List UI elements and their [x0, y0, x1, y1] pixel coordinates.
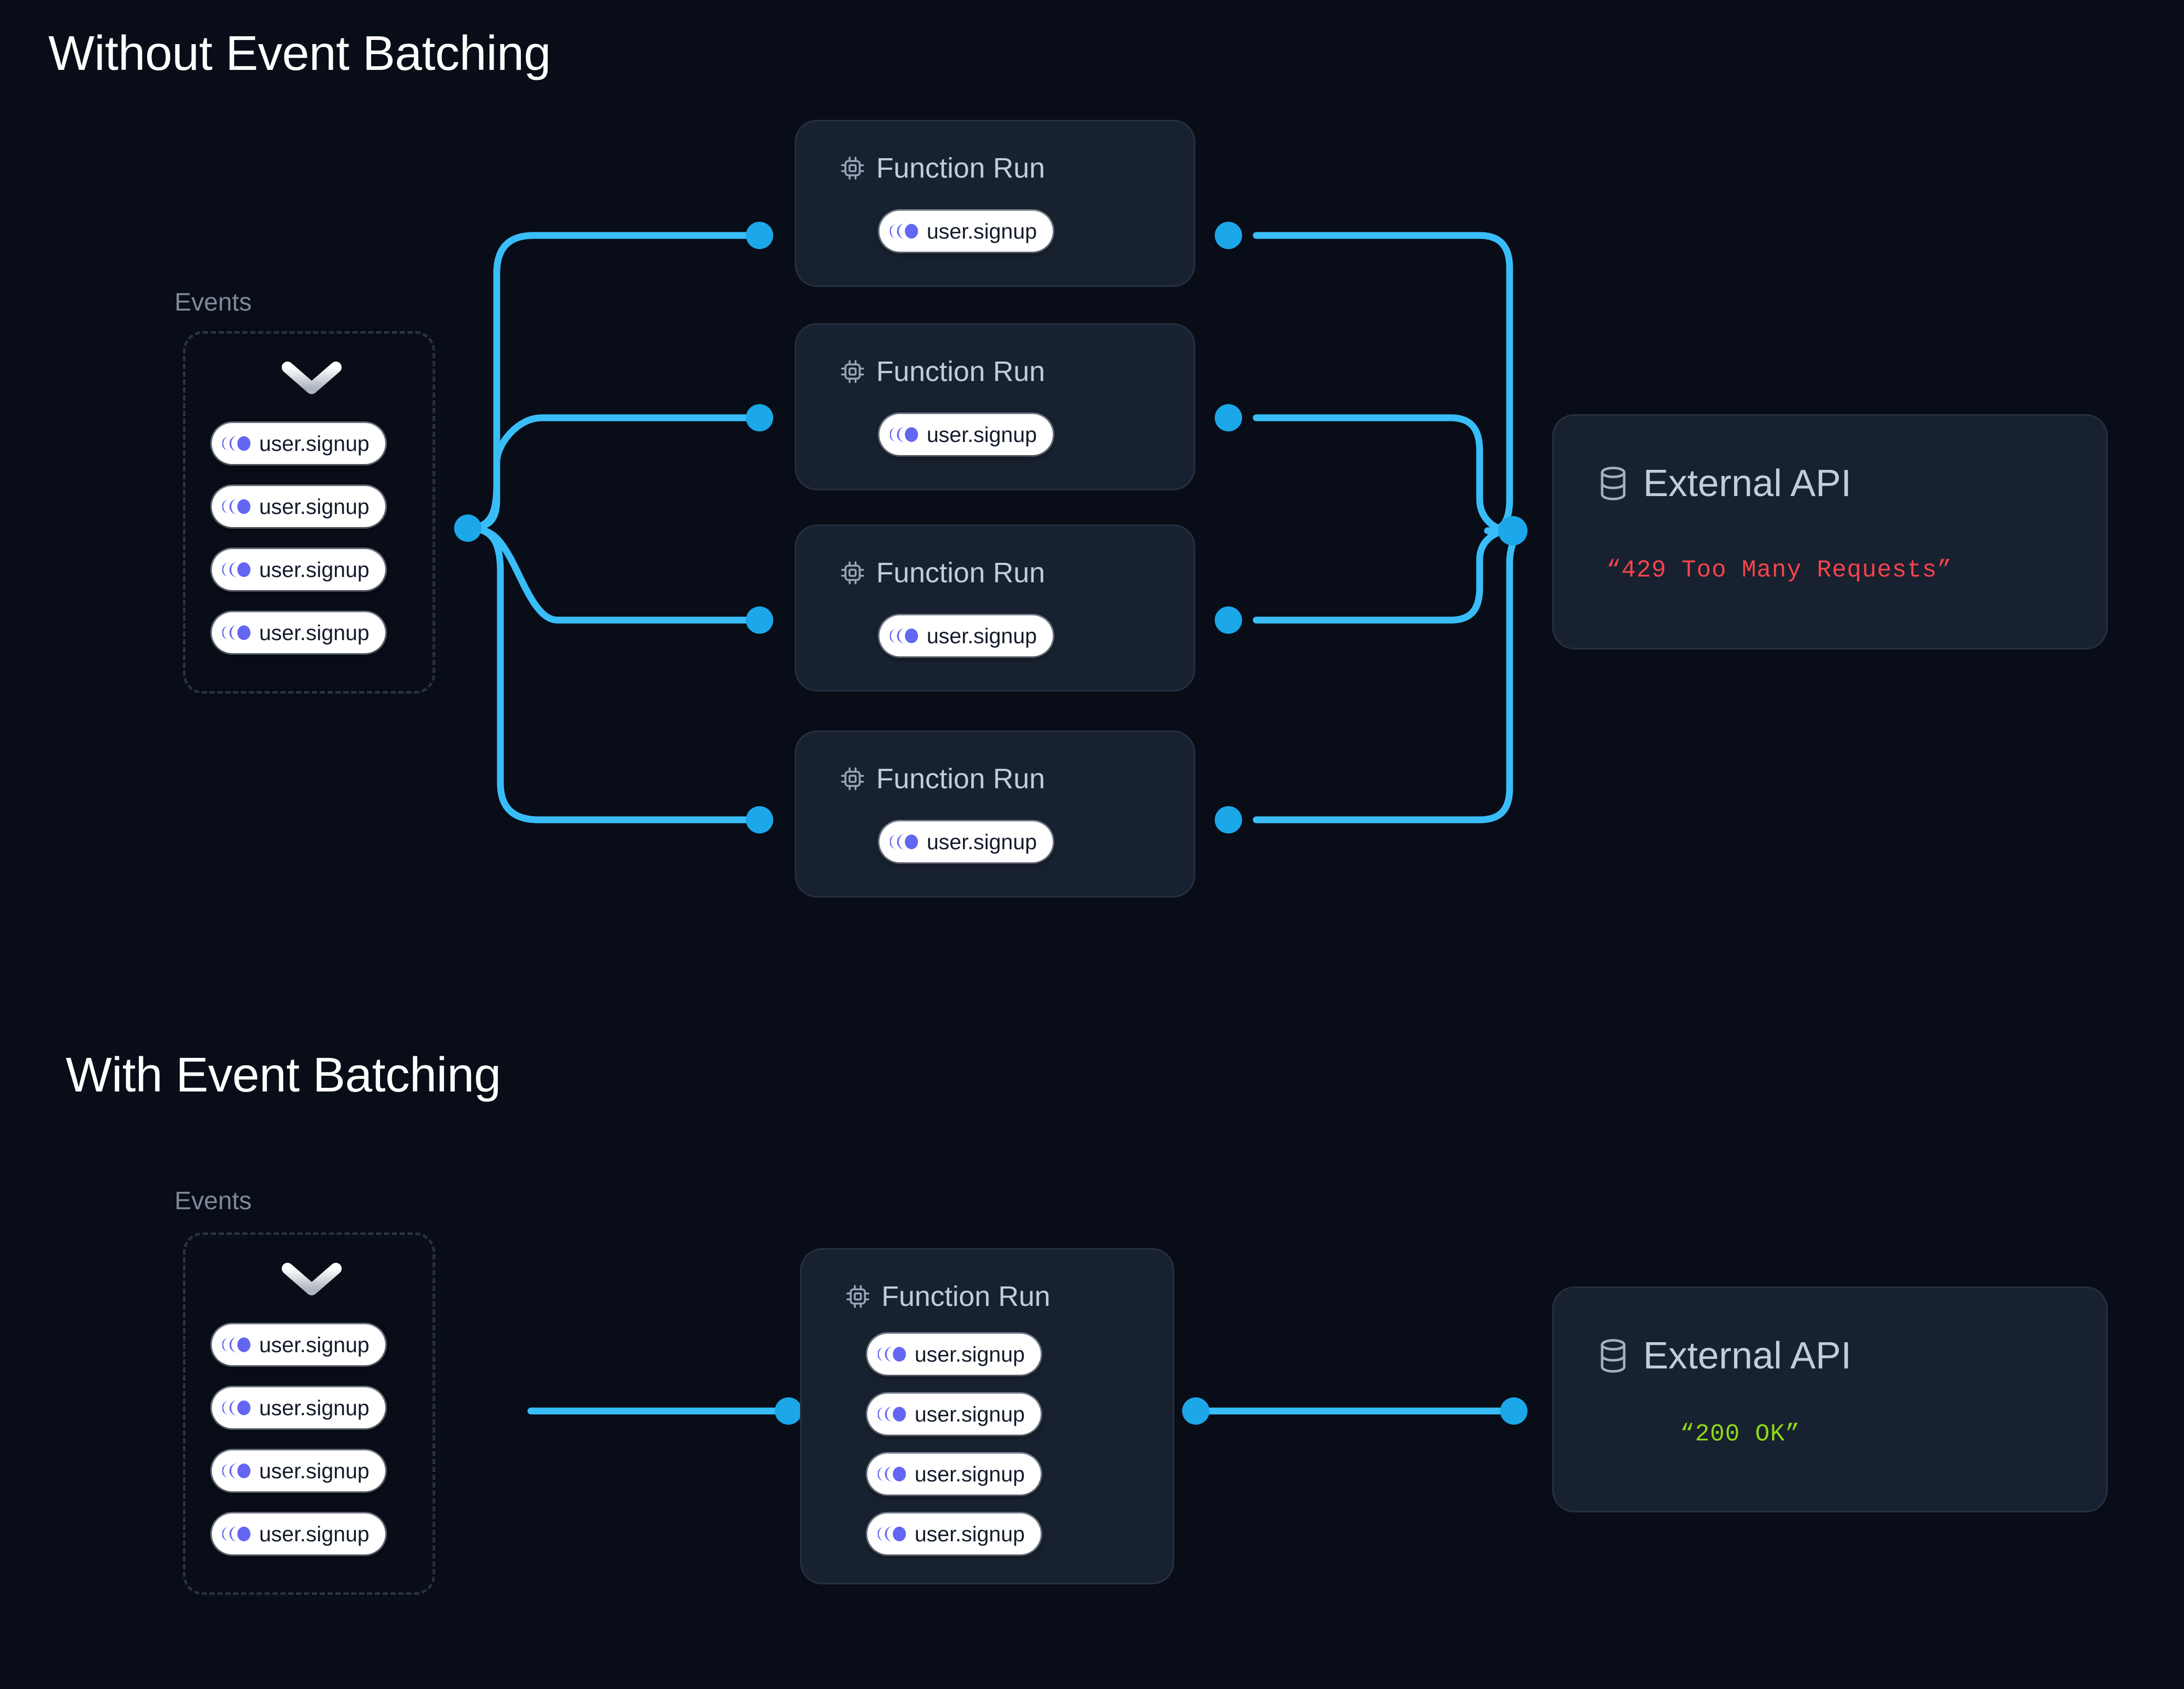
- event-comet-icon: [222, 1463, 251, 1479]
- event-badge-label: user.signup: [259, 1395, 370, 1420]
- function-run-card-batched[interactable]: Function Run user.signup user.signup: [800, 1248, 1174, 1584]
- event-badge-label: user.signup: [259, 1458, 370, 1483]
- card-title: External API: [1643, 1335, 1852, 1377]
- card-header: Function Run: [839, 355, 1045, 388]
- connector-dot: [746, 806, 773, 833]
- event-comet-icon: [222, 625, 251, 641]
- event-badge-label: user.signup: [915, 1461, 1025, 1486]
- event-badge[interactable]: user.signup: [867, 1394, 1041, 1435]
- connector-dot: [1215, 222, 1242, 249]
- chevron-down-icon: [282, 1263, 342, 1295]
- event-badge-label: user.signup: [259, 620, 370, 645]
- database-icon: [1601, 467, 1626, 500]
- card-header: External API: [1597, 1334, 1851, 1377]
- event-badge[interactable]: user.signup: [879, 414, 1053, 455]
- function-run-card[interactable]: Function Run user.signup: [795, 323, 1195, 490]
- connector-dot: [775, 1397, 802, 1425]
- cpu-chip-icon: [846, 1285, 869, 1308]
- event-badge[interactable]: user.signup: [879, 615, 1053, 656]
- section-title-with-batching: With Event Batching: [66, 1047, 501, 1102]
- event-comet-icon: [222, 562, 251, 578]
- chevron-down-icon: [282, 362, 342, 394]
- card-header: Function Run: [839, 152, 1045, 184]
- card-header: Function Run: [839, 763, 1045, 795]
- event-badge[interactable]: user.signup: [212, 1387, 385, 1428]
- event-badge[interactable]: user.signup: [212, 612, 385, 653]
- event-comet-icon: [890, 427, 918, 442]
- api-status-text: “429 Too Many Requests”: [1606, 557, 1952, 584]
- event-badge-label: user.signup: [927, 623, 1037, 648]
- external-api-card[interactable]: External API “429 Too Many Requests”: [1552, 414, 2108, 650]
- event-badge-label: user.signup: [927, 829, 1037, 854]
- event-badge-label: user.signup: [259, 494, 370, 519]
- connector-dot: [1215, 806, 1242, 833]
- event-comet-icon: [222, 1400, 251, 1416]
- event-badge-label: user.signup: [915, 1402, 1025, 1426]
- event-badge-label: user.signup: [927, 422, 1037, 447]
- card-title: Function Run: [876, 152, 1045, 184]
- event-comet-icon: [890, 223, 918, 239]
- card-title: External API: [1643, 462, 1852, 504]
- event-badge-label: user.signup: [259, 557, 370, 582]
- connector-dot: [1500, 1397, 1527, 1425]
- cpu-chip-icon: [841, 157, 864, 180]
- connector-dot: [746, 404, 773, 431]
- card-title: Function Run: [881, 1281, 1051, 1312]
- event-badge[interactable]: user.signup: [879, 821, 1053, 862]
- event-comet-icon: [222, 436, 251, 451]
- events-label-bottom: Events: [175, 1187, 252, 1215]
- events-container-bottom: user.signup user.signup user.signup: [183, 1232, 435, 1595]
- event-badge[interactable]: user.signup: [879, 211, 1053, 252]
- event-badge[interactable]: user.signup: [212, 1324, 385, 1365]
- api-status-text: “200 OK”: [1680, 1420, 1800, 1448]
- function-run-card[interactable]: Function Run user.signup: [795, 524, 1195, 692]
- event-comet-icon: [878, 1466, 906, 1482]
- cpu-chip-icon: [841, 360, 864, 383]
- card-title: Function Run: [876, 356, 1045, 387]
- database-icon: [1601, 1339, 1626, 1373]
- event-comet-icon: [878, 1526, 906, 1542]
- section-title-without-batching: Without Event Batching: [48, 26, 551, 80]
- connector-dot: [1215, 404, 1242, 431]
- card-header: Function Run: [845, 1280, 1050, 1313]
- event-badge[interactable]: user.signup: [212, 423, 385, 464]
- connector-dot: [746, 222, 773, 249]
- function-run-card[interactable]: Function Run user.signup: [795, 120, 1195, 287]
- cpu-chip-icon: [841, 561, 864, 584]
- events-container-top: user.signup user.signup user.signup: [183, 331, 435, 694]
- card-header: External API: [1597, 462, 1851, 505]
- event-comet-icon: [878, 1346, 906, 1362]
- connector-dot: [1182, 1397, 1209, 1425]
- event-badge[interactable]: user.signup: [212, 1513, 385, 1554]
- event-badge-label: user.signup: [259, 431, 370, 456]
- event-badge-label: user.signup: [915, 1521, 1025, 1546]
- event-badge[interactable]: user.signup: [212, 486, 385, 527]
- event-badge-label: user.signup: [259, 1332, 370, 1357]
- connector-dot: [1498, 516, 1527, 545]
- event-badge-label: user.signup: [927, 219, 1037, 243]
- event-comet-icon: [878, 1406, 906, 1422]
- event-comet-icon: [890, 628, 918, 644]
- cpu-chip-icon: [841, 767, 864, 790]
- function-run-card[interactable]: Function Run user.signup: [795, 730, 1195, 898]
- event-badge[interactable]: user.signup: [867, 1334, 1041, 1375]
- event-badge-label: user.signup: [915, 1342, 1025, 1366]
- event-badge[interactable]: user.signup: [867, 1513, 1041, 1554]
- event-badge-label: user.signup: [259, 1521, 370, 1546]
- event-badge[interactable]: user.signup: [212, 1450, 385, 1491]
- event-badge[interactable]: user.signup: [867, 1454, 1041, 1495]
- card-title: Function Run: [876, 763, 1045, 795]
- event-comet-icon: [222, 1526, 251, 1542]
- connector-dot: [746, 606, 773, 634]
- card-header: Function Run: [839, 557, 1045, 589]
- events-label-top: Events: [175, 289, 252, 316]
- event-badge[interactable]: user.signup: [212, 549, 385, 590]
- event-comet-icon: [890, 834, 918, 850]
- connector-dot: [454, 514, 481, 542]
- external-api-card[interactable]: External API “200 OK”: [1552, 1286, 2108, 1512]
- card-title: Function Run: [876, 557, 1045, 589]
- event-comet-icon: [222, 499, 251, 514]
- connector-dot: [1215, 606, 1242, 634]
- event-comet-icon: [222, 1337, 251, 1353]
